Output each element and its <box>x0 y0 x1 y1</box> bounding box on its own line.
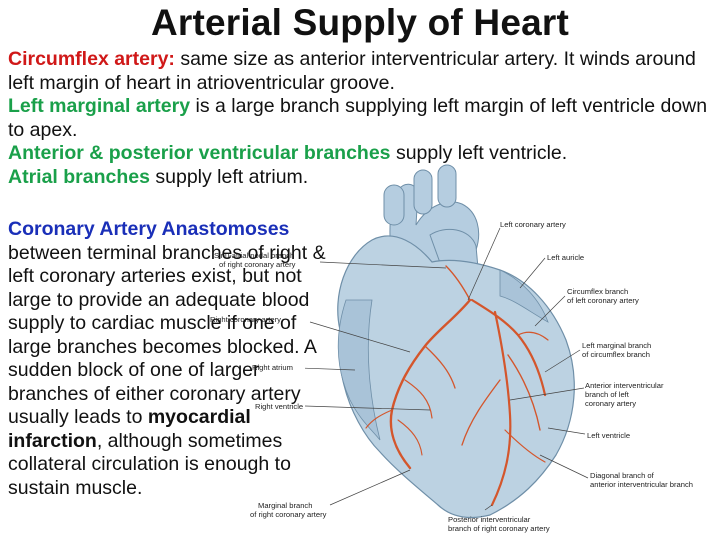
ventricular-paragraph: Anterior & posterior ventricular branche… <box>8 142 716 166</box>
anastomoses-body-end: , although sometimes collateral circulat… <box>8 429 291 499</box>
atrial-term: Atrial branches <box>8 165 150 188</box>
circumflex-paragraph: Circumflex artery: same size as anterior… <box>8 48 716 95</box>
label-posterior-iv-1: Posterior interventricular <box>448 515 531 524</box>
label-anterior-iv-2: branch of left <box>585 390 630 399</box>
anastomoses-heading: Coronary Artery Anastomoses <box>8 218 290 240</box>
label-left-marginal-1: Left marginal branch <box>582 341 651 350</box>
anastomoses-block: Coronary Artery Anastomoses between term… <box>8 218 338 500</box>
bullet-list: Circumflex artery: same size as anterior… <box>8 48 716 189</box>
heart-diagram: Left coronary artery Left auricle Circum… <box>305 164 693 533</box>
anastomoses-body: between terminal branches of right & lef… <box>8 242 338 501</box>
leader-lines <box>305 227 589 511</box>
circumflex-text: same size as anterior interventricular a… <box>8 48 696 94</box>
label-posterior-iv-2: branch of right coronary artery <box>448 524 550 533</box>
left-marginal-term: Left marginal artery <box>8 95 191 117</box>
circumflex-term: Circumflex artery: <box>8 48 175 70</box>
label-left-auricle: Left auricle <box>547 253 584 262</box>
label-diagonal-1: Diagonal branch of <box>590 471 655 480</box>
coronary-arteries <box>365 265 549 507</box>
ventricular-text: supply left ventricle. <box>390 142 568 164</box>
label-left-marginal-2: of circumflex branch <box>582 350 650 359</box>
anastomoses-body-start: between terminal branches of right & lef… <box>8 241 326 429</box>
left-marginal-text: is a large branch supplying left margin … <box>8 95 708 141</box>
label-anterior-iv-1: Anterior interventricular <box>585 381 664 390</box>
atrial-text: supply left atrium. <box>149 165 309 188</box>
label-circumflex-1: Circumflex branch <box>567 287 628 296</box>
atrial-paragraph: Atrial branches supply left atrium. <box>8 166 716 190</box>
anastomoses-body-bold: myocardial infarction <box>8 406 251 452</box>
label-anterior-iv-3: coronary artery <box>585 399 636 408</box>
ventricular-term: Anterior & posterior ventricular branche… <box>8 142 391 164</box>
label-diagonal-2: anterior interventricular branch <box>590 480 693 489</box>
right-atrium-shape <box>337 299 381 441</box>
label-circumflex-2: of left coronary artery <box>567 296 639 305</box>
label-left-coronary: Left coronary artery <box>500 220 566 229</box>
left-auricle-shape <box>499 269 549 323</box>
left-marginal-paragraph: Left marginal artery is a large branch s… <box>8 95 716 142</box>
label-left-ventricle: Left ventricle <box>587 431 630 440</box>
slide-title: Arterial Supply of Heart <box>150 2 570 43</box>
